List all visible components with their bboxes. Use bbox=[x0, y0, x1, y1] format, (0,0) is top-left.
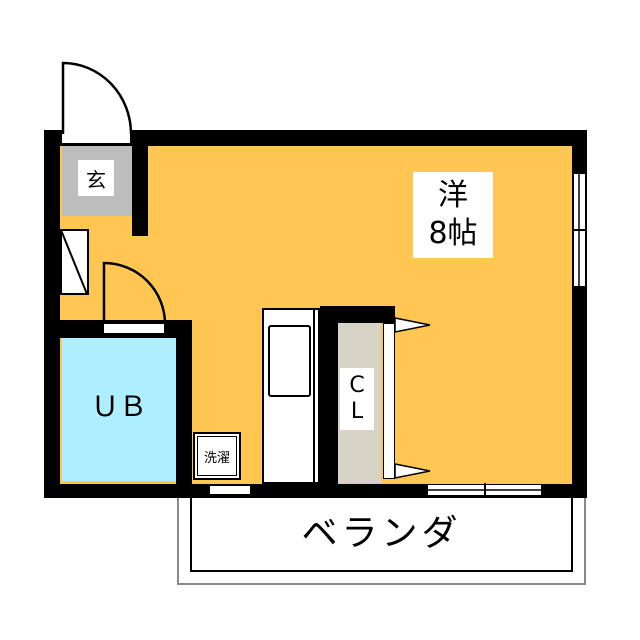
closet-label-line1: C bbox=[349, 373, 365, 398]
bath-door-sill bbox=[104, 324, 164, 333]
bath-wall-right bbox=[176, 320, 192, 498]
kitchen-sink bbox=[268, 325, 311, 397]
storage-door[interactable] bbox=[60, 229, 90, 296]
balcony-label: ベランダ bbox=[301, 513, 462, 554]
entrance-door-sill bbox=[62, 134, 130, 143]
entrance-door-swing[interactable] bbox=[60, 60, 136, 136]
closet-door[interactable] bbox=[383, 323, 395, 479]
closet-wall-top bbox=[320, 306, 395, 323]
closet-wall-left bbox=[320, 306, 338, 486]
side-window[interactable] bbox=[572, 174, 587, 286]
entrance-wall bbox=[132, 130, 148, 236]
bottom-vent bbox=[210, 486, 250, 494]
room-label-line1: 洋 bbox=[438, 178, 468, 213]
closet-door-hinges bbox=[394, 317, 431, 479]
western-room-label: 洋 8帖 bbox=[413, 172, 493, 258]
washer-space: 洗濯 bbox=[193, 432, 241, 480]
balcony-window[interactable] bbox=[428, 483, 542, 497]
closet-label: C L bbox=[340, 368, 374, 430]
kitchen-divider bbox=[313, 308, 315, 484]
bath-door-swing[interactable] bbox=[102, 260, 168, 326]
unit-bath bbox=[62, 338, 176, 481]
entrance-label: 玄 bbox=[78, 160, 114, 196]
room-label-line2: 8帖 bbox=[428, 216, 478, 251]
closet-label-line2: L bbox=[350, 399, 364, 424]
unit-bath-label: ＵＢ bbox=[90, 390, 147, 423]
